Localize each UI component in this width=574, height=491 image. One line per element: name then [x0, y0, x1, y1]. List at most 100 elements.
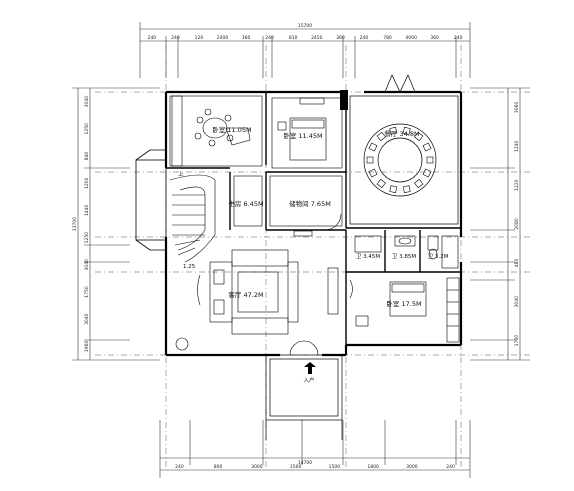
- spiral-stair: [169, 174, 216, 263]
- left-segment-dimension: 3040: [84, 313, 90, 325]
- top-segment-dimension: 240: [265, 35, 274, 41]
- svg-text:客厅 47.2M: 客厅 47.2M: [228, 290, 263, 299]
- room-name: 卧室: [386, 299, 400, 308]
- svg-text:卧室 11.45M: 卧室 11.45M: [283, 131, 322, 140]
- room-labels: 卧室 11.05M 卧室 11.45M 餐厅 34.8M 书房 6.45M 储物…: [178, 125, 449, 384]
- entry-porch: [265, 354, 343, 440]
- room-area: 34.8M: [399, 130, 419, 138]
- top-segment-dimension: 2400: [217, 35, 229, 41]
- room-name: 餐厅: [384, 129, 398, 138]
- bedroom1-furniture: [169, 95, 263, 167]
- dining-chair: [376, 131, 386, 142]
- room-area: 11.05M: [227, 126, 251, 134]
- exterior-walls: [164, 90, 463, 357]
- bottom-dimension-lines: [159, 420, 471, 478]
- interior-walls: [166, 92, 461, 345]
- bottom-segment-dimension: 3000: [251, 464, 263, 470]
- left-dimension-lines: [72, 87, 160, 361]
- dining-chair: [376, 178, 386, 189]
- room-name: 卫: [392, 253, 398, 260]
- bathroom-fixtures: [354, 235, 459, 269]
- dining-chair: [426, 156, 434, 164]
- wall-column: [340, 90, 348, 110]
- bay-window-outline: [135, 149, 166, 251]
- bottom-segment-dimension: 1800: [367, 464, 379, 470]
- top-segment-dimension: 360: [336, 35, 345, 41]
- level-mark: 1.25: [183, 264, 196, 270]
- svg-text:餐厅 34.8M: 餐厅 34.8M: [384, 129, 419, 138]
- bottom-segment-dimension: 240: [446, 464, 455, 470]
- room-name: 卧室: [283, 131, 297, 140]
- top-segment-dimension: 360: [242, 35, 251, 41]
- left-segment-dimension: 1750: [84, 286, 90, 298]
- bottom-segment-dimension: 3000: [406, 464, 418, 470]
- left-segment-dimension: 1250: [84, 123, 90, 135]
- right-dimension-lines: [470, 87, 530, 361]
- entry-arrow-icon: [304, 362, 316, 374]
- right-segment-dimension: 2080: [514, 218, 520, 230]
- dining-chair: [389, 185, 398, 194]
- bottom-segment-dimension: 1500: [329, 464, 341, 470]
- room-name: 储物间: [289, 199, 309, 208]
- right-segment-dimension: 3040: [514, 296, 520, 308]
- bedroom3-furniture: [289, 277, 460, 356]
- svg-text:书房 6.45M: 书房 6.45M: [228, 199, 263, 208]
- dining-chair: [402, 126, 411, 135]
- left-segment-dimension: 3040: [84, 96, 90, 108]
- room-name: 卧室: [212, 125, 226, 134]
- left-segment-dimension: 1200: [84, 177, 90, 189]
- folding-door-icon: [384, 74, 416, 93]
- right-segment-dimension: 1220: [514, 179, 520, 191]
- room-name: 客厅: [228, 290, 242, 299]
- left-segment-dimension: 1440: [84, 205, 90, 217]
- room-area: 3.85M: [399, 254, 416, 260]
- bedroom2-furniture: [271, 97, 343, 169]
- entry-label: 入户: [303, 376, 314, 384]
- svg-text:储物间 7.65M: 储物间 7.65M: [289, 199, 331, 208]
- top-segment-dimension: 240: [454, 35, 463, 41]
- room-area: 6.45M: [243, 200, 263, 208]
- dining-chair: [422, 168, 432, 178]
- room-area: 3.2M: [435, 254, 449, 260]
- top-segment-dimension: 4000: [405, 35, 417, 41]
- dining-chair: [422, 142, 432, 152]
- top-segment-dimension: 240: [148, 35, 157, 41]
- stair-up-label: 上: [178, 170, 184, 178]
- dining-table: [349, 95, 459, 225]
- room-area: 17.5M: [401, 300, 421, 308]
- room-name: 卫: [428, 253, 434, 260]
- top-segment-dimension: 240: [360, 35, 369, 41]
- left-segment-dimension: 1960: [84, 341, 90, 353]
- top-segment-dimension: 810: [289, 35, 298, 41]
- right-segment-dimension: 3060: [514, 102, 520, 114]
- top-total-dimension: 15700: [298, 23, 312, 29]
- living-room-furniture: [175, 249, 339, 351]
- room-area: 11.45M: [298, 132, 322, 140]
- dining-chairs: [366, 126, 434, 194]
- svg-text:卫 3.45M: 卫 3.45M: [356, 253, 381, 260]
- svg-text:卧室 17.5M: 卧室 17.5M: [386, 299, 421, 308]
- room-area: 7.65M: [311, 200, 331, 208]
- dining-chair: [402, 185, 411, 194]
- room-area: 47.2M: [243, 291, 263, 299]
- dining-chair: [389, 126, 398, 135]
- bottom-total-dimension: 14700: [298, 460, 312, 466]
- dining-chair: [366, 156, 374, 164]
- right-segment-dimension: 480: [514, 258, 520, 267]
- room-area: 3.45M: [363, 254, 380, 260]
- left-total-dimension: 13700: [72, 217, 78, 231]
- top-segment-dimension: 780: [383, 35, 392, 41]
- top-segment-dimension: 360: [430, 35, 439, 41]
- left-segment-dimension: 840: [84, 152, 90, 161]
- bottom-segment-dimension: 240: [175, 464, 184, 470]
- left-segment-dimension: 1250: [84, 232, 90, 244]
- top-dimension-lines: [139, 22, 471, 78]
- dining-chair: [368, 142, 378, 152]
- room-name: 书房: [228, 199, 241, 208]
- svg-text:卫 3.2M: 卫 3.2M: [428, 253, 449, 260]
- left-segment-dimension: 3040: [84, 259, 90, 271]
- dining-chair: [368, 168, 378, 178]
- top-segment-dimension: 240: [171, 35, 180, 41]
